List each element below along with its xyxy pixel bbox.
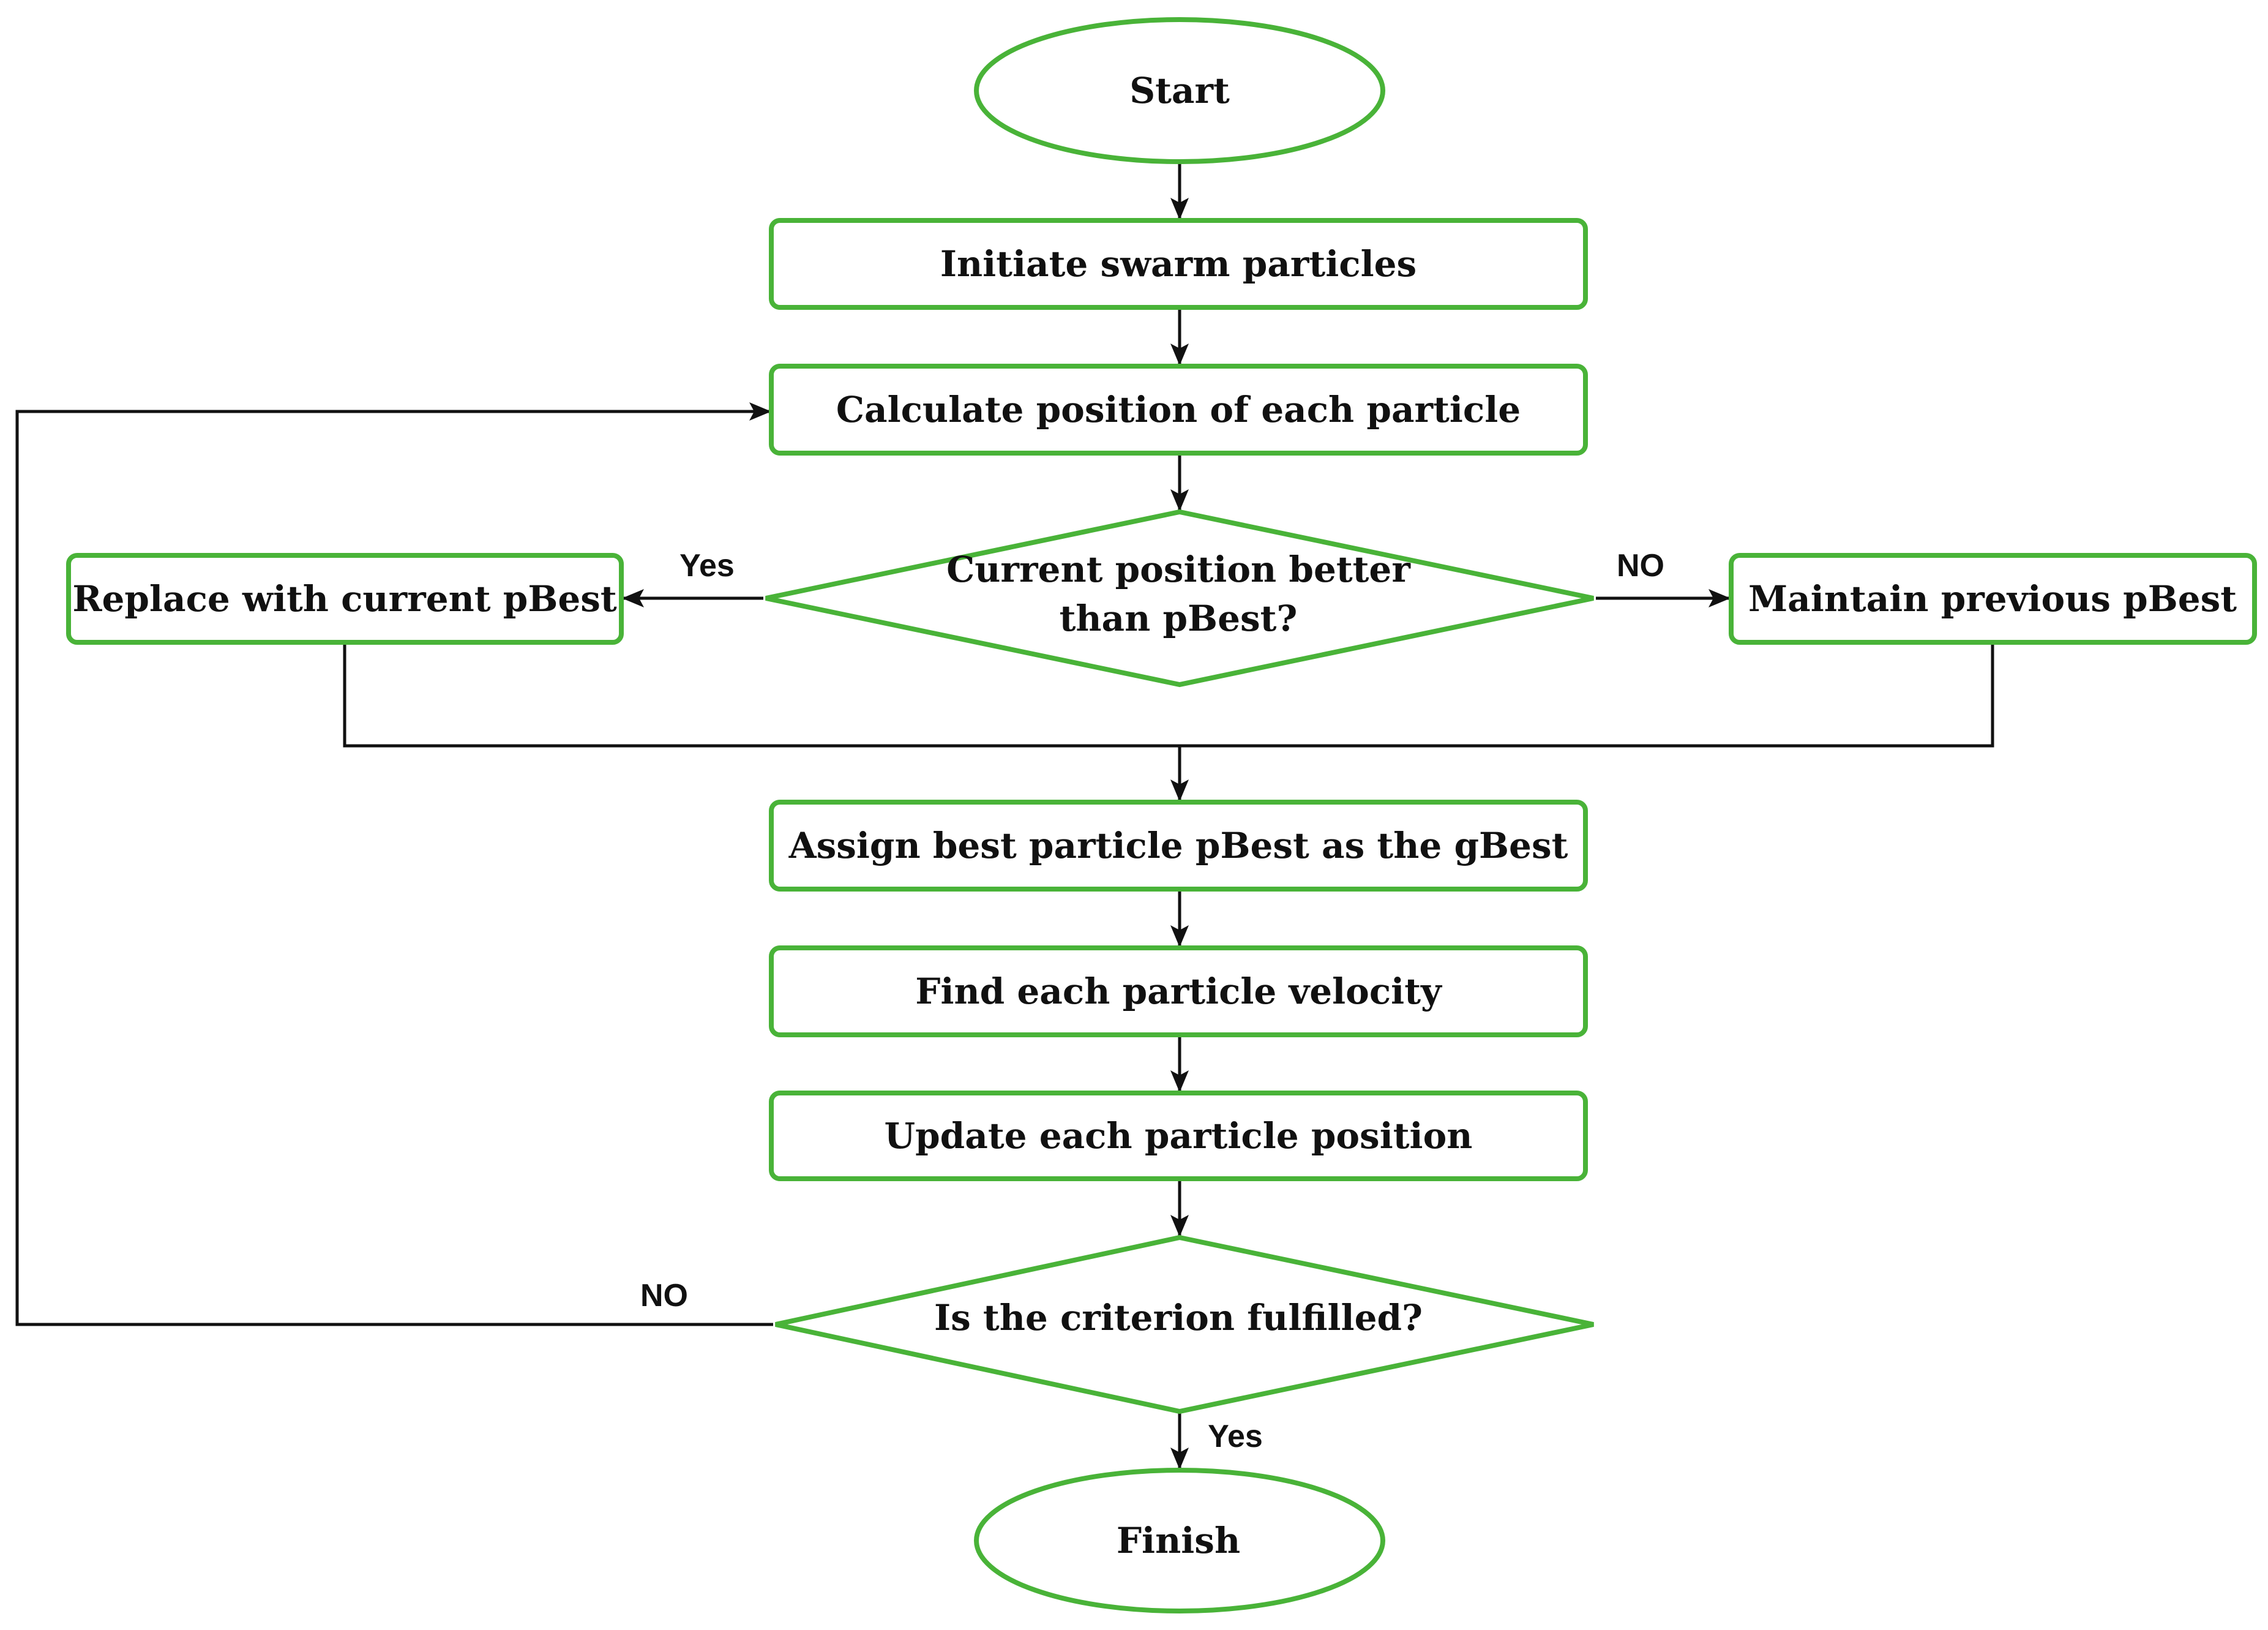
connectors: [15, 162, 1994, 1470]
decision-better-than-pbest: Current position better than pBest?: [765, 509, 1594, 688]
decision2-yes-label: Yes: [1208, 1419, 1263, 1454]
update-label: Update each particle position: [885, 1115, 1473, 1157]
velocity-node: Find each particle velocity: [769, 945, 1588, 1037]
replace-box: [66, 553, 624, 645]
velocity-label: Find each particle velocity: [915, 971, 1443, 1012]
velocity-box: [769, 945, 1588, 1037]
finish-label: Finish: [1117, 1520, 1240, 1561]
decision-criterion-fulfilled: Is the criterion fulfilled?: [775, 1234, 1594, 1414]
update-box: [769, 1091, 1588, 1181]
assign-box: [769, 800, 1588, 892]
decision1-label-line1: Current position better: [946, 549, 1411, 590]
nodes: Start Initiate swarm particles Calculate…: [66, 17, 2257, 1613]
decision1-diamond: [765, 509, 1594, 688]
merge-line: [343, 642, 1994, 748]
calculate-label: Calculate position of each particle: [836, 389, 1521, 430]
initiate-label: Initiate swarm particles: [940, 243, 1417, 285]
maintain-node: Maintain previous pBest: [1729, 553, 2257, 645]
loop-back-line: [15, 402, 773, 1326]
finish-node: Finish: [974, 1468, 1385, 1613]
calculate-box: [769, 364, 1588, 456]
decision1-label-line2: than pBest?: [1060, 598, 1298, 639]
start-node: Start: [974, 17, 1385, 164]
start-label: Start: [1129, 70, 1230, 111]
replace-node: Replace with current pBest: [66, 553, 624, 645]
calculate-node: Calculate position of each particle: [769, 364, 1588, 456]
finish-ellipse: [974, 1468, 1385, 1613]
decision2-diamond: [775, 1234, 1594, 1414]
maintain-box: [1729, 553, 2257, 645]
decision2-label: Is the criterion fulfilled?: [934, 1297, 1423, 1339]
initiate-node: Initiate swarm particles: [769, 218, 1588, 310]
decision2-no-label: NO: [640, 1278, 688, 1313]
assign-label: Assign best particle pBest as the gBest: [788, 825, 1568, 866]
assign-node: Assign best particle pBest as the gBest: [769, 800, 1588, 892]
maintain-label: Maintain previous pBest: [1748, 578, 2237, 620]
replace-label: Replace with current pBest: [72, 578, 617, 620]
initiate-box: [769, 218, 1588, 310]
start-ellipse: [974, 17, 1385, 164]
decision1-yes-label: Yes: [679, 548, 735, 584]
decision1-no-label: NO: [1617, 548, 1664, 584]
edge-labels: Yes NO NO Yes: [640, 548, 1664, 1454]
update-node: Update each particle position: [769, 1091, 1588, 1181]
